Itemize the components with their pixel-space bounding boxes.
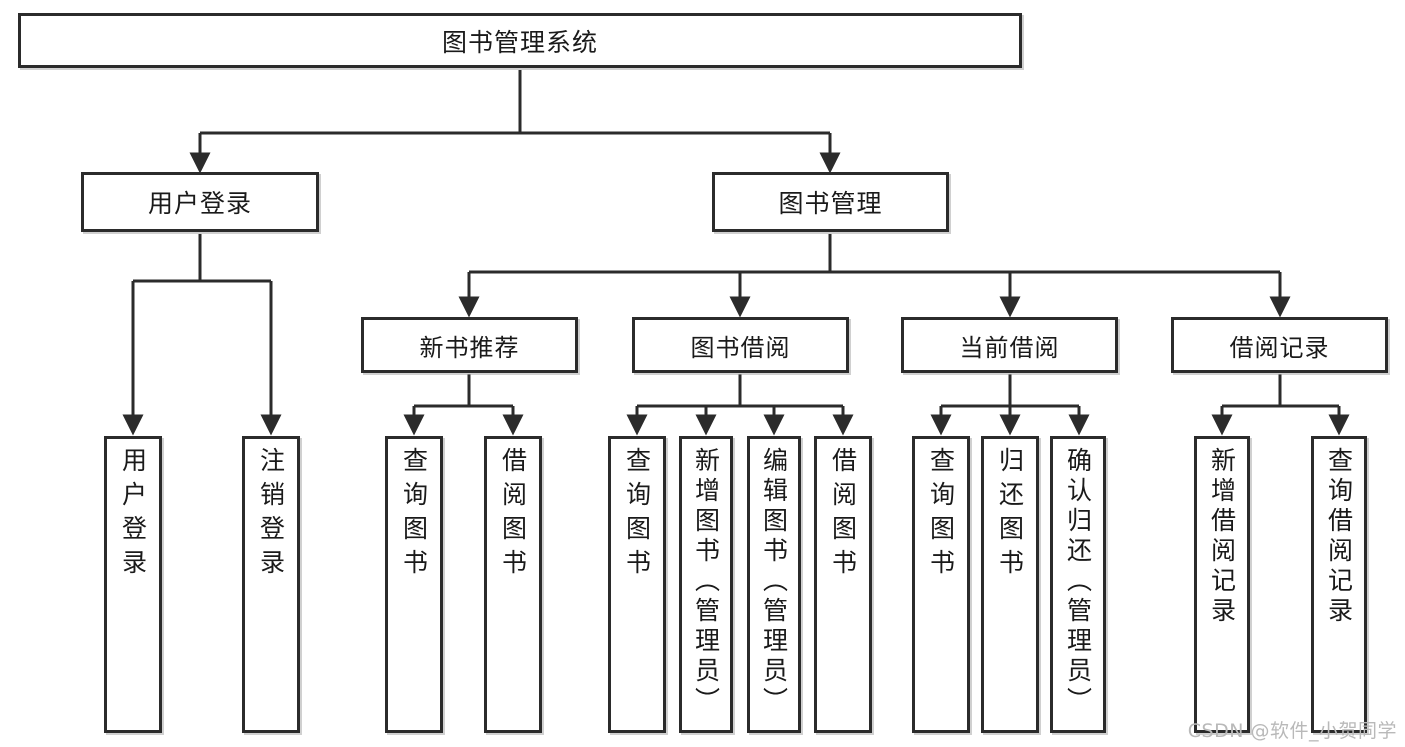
node-root-system[interactable]: 图书管理系统 — [18, 13, 1022, 68]
node-label: 查询图书 — [926, 447, 956, 583]
node-label: 新书推荐 — [419, 333, 520, 362]
node-label: 查询图书 — [399, 447, 429, 583]
node-label: 编辑图书（管理员） — [759, 447, 789, 717]
node-label: 确认归还（管理员） — [1063, 447, 1093, 717]
leaf-recommend-borrow-book[interactable]: 借阅图书 — [484, 436, 542, 733]
node-label: 归还图书 — [995, 447, 1025, 583]
node-label: 借阅图书 — [828, 447, 858, 583]
node-new-book-recommend[interactable]: 新书推荐 — [361, 317, 578, 373]
node-label: 借阅图书 — [498, 447, 528, 583]
node-label: 图书管理 — [778, 189, 883, 218]
leaf-current-return-book[interactable]: 归还图书 — [981, 436, 1039, 733]
node-current-borrow[interactable]: 当前借阅 — [901, 317, 1118, 373]
node-book-management[interactable]: 图书管理 — [712, 172, 949, 232]
node-label: 图书借阅 — [690, 333, 791, 362]
node-label: 用户登录 — [118, 447, 148, 583]
node-label: 查询借阅记录 — [1324, 447, 1354, 627]
node-book-borrow[interactable]: 图书借阅 — [632, 317, 849, 373]
leaf-borrow-query-book[interactable]: 查询图书 — [608, 436, 666, 733]
node-label: 借阅记录 — [1229, 333, 1330, 362]
leaf-current-query-book[interactable]: 查询图书 — [912, 436, 970, 733]
node-label: 新增借阅记录 — [1207, 447, 1237, 627]
leaf-user-login[interactable]: 用户登录 — [104, 436, 162, 733]
leaf-user-logout[interactable]: 注销登录 — [242, 436, 300, 733]
node-label: 注销登录 — [256, 447, 286, 583]
node-borrow-record[interactable]: 借阅记录 — [1171, 317, 1388, 373]
leaf-current-confirm-return-admin[interactable]: 确认归还（管理员） — [1050, 436, 1106, 733]
csdn-watermark: CSDN @软件_小贺同学 — [1187, 720, 1397, 742]
leaf-borrow-edit-book-admin[interactable]: 编辑图书（管理员） — [747, 436, 801, 733]
node-label: 查询图书 — [622, 447, 652, 583]
node-label: 图书管理系统 — [441, 27, 598, 57]
leaf-record-query-record[interactable]: 查询借阅记录 — [1311, 436, 1367, 733]
node-label: 新增图书（管理员） — [691, 447, 721, 717]
node-label: 当前借阅 — [959, 333, 1060, 362]
node-user-login[interactable]: 用户登录 — [81, 172, 319, 232]
leaf-borrow-add-book-admin[interactable]: 新增图书（管理员） — [679, 436, 733, 733]
node-label: 用户登录 — [147, 189, 252, 218]
leaf-borrow-borrow-book[interactable]: 借阅图书 — [814, 436, 872, 733]
leaf-recommend-query-book[interactable]: 查询图书 — [385, 436, 443, 733]
leaf-record-add-record[interactable]: 新增借阅记录 — [1194, 436, 1250, 733]
